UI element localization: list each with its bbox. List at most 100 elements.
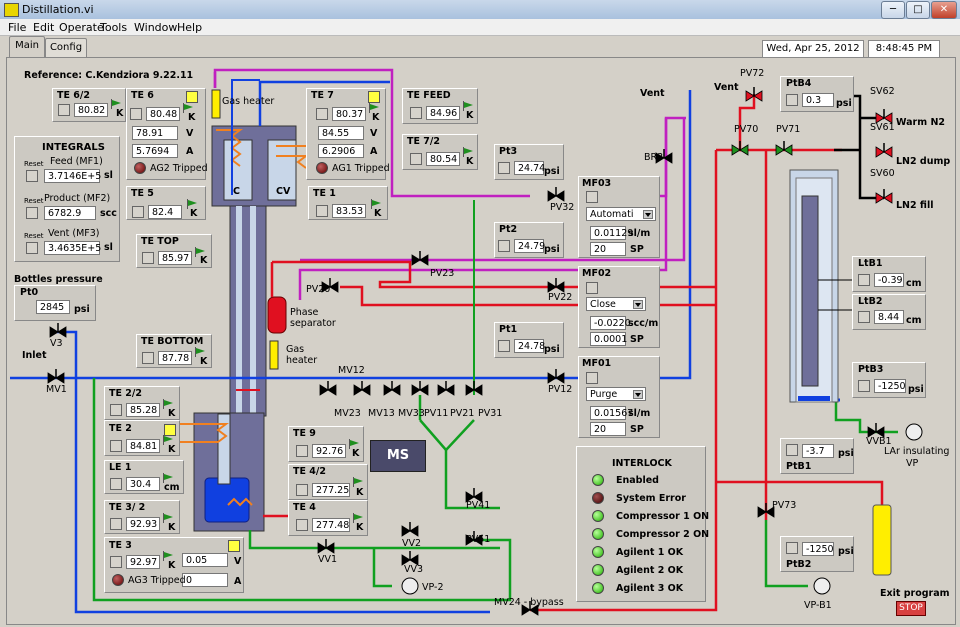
te22-select[interactable] [110, 404, 122, 416]
te42-select[interactable] [296, 484, 308, 496]
tetop-select[interactable] [142, 252, 154, 264]
menu-edit[interactable]: Edit [33, 21, 55, 34]
ltb2-name: LtB2 [858, 296, 883, 307]
vent-reset-button[interactable] [26, 242, 38, 254]
product-label: Product (MF2) [44, 193, 111, 204]
mf03-setpoint[interactable]: 20 [590, 242, 626, 256]
te3-v-unit: V [234, 556, 242, 567]
te9-name: TE 9 [293, 428, 316, 439]
te62-name: TE 6/2 [57, 90, 90, 101]
mf02-mode-select[interactable]: Close [586, 297, 646, 311]
ptb4-select[interactable] [786, 94, 798, 106]
stop-button[interactable]: STOP [896, 601, 926, 616]
te5-select[interactable] [132, 206, 144, 218]
mf03-mode-select[interactable]: Automati [586, 207, 656, 221]
te62-select[interactable] [58, 104, 70, 116]
ltb1-name: LtB1 [858, 258, 883, 269]
mf02-setpoint[interactable]: 0.0001 [590, 332, 627, 346]
ltb2-value: 8.44 [874, 310, 904, 324]
te7-voltage[interactable]: 84.55 [318, 126, 364, 140]
te32-flag-icon [163, 513, 173, 523]
mf03-name: MF03 [582, 178, 612, 189]
vent-value: 3.4635E+5 [44, 241, 101, 255]
maximize-button[interactable]: □ [906, 1, 930, 19]
te6-voltage[interactable]: 78.91 [132, 126, 178, 140]
te6-flag-icon [183, 103, 193, 113]
te32-select[interactable] [110, 518, 122, 530]
minimize-button[interactable]: ─ [881, 1, 905, 19]
mf01-sp-label: SP [630, 424, 644, 435]
menu-help[interactable]: Help [177, 21, 203, 34]
te72-name: TE 7/2 [407, 136, 440, 147]
tetop-flag-icon [195, 247, 205, 257]
te3-voltage[interactable]: 0.05 [182, 553, 228, 567]
te4-unit: K [356, 522, 364, 533]
mf01-mode-select[interactable]: Purge [586, 387, 646, 401]
pv22-label: PV22 [548, 292, 573, 303]
mf01-select[interactable] [586, 372, 598, 384]
ag1-trip-label: AG1 Tripped [332, 163, 390, 174]
interlock-label: Compressor 2 ON [616, 529, 710, 540]
te4-select[interactable] [296, 519, 308, 531]
te22-unit: K [168, 408, 176, 419]
vent-top-label: Vent [640, 88, 665, 99]
tebottom-select[interactable] [142, 352, 154, 364]
le1-name: LE 1 [109, 462, 132, 473]
pv41-label: PV41 [466, 500, 491, 511]
ptb3-name: PtB3 [858, 364, 884, 375]
ptb3-select[interactable] [858, 380, 870, 392]
sv60-label: SV60 [870, 168, 895, 179]
te2-select[interactable] [110, 440, 122, 452]
mass-spectrometer: MS [370, 440, 426, 472]
le1-select[interactable] [110, 478, 122, 490]
sv61-label: SV61 [870, 122, 895, 133]
mf02-select[interactable] [586, 282, 598, 294]
tab-main[interactable]: Main [9, 36, 45, 57]
te42-value: 277.25 [312, 483, 350, 497]
te72-unit: K [466, 156, 474, 167]
menu-tools[interactable]: Tools [100, 21, 128, 34]
bottles-pressure-label: Bottles pressure [14, 274, 103, 285]
interlock-label: Agilent 1 OK [616, 547, 684, 558]
te1-select[interactable] [316, 205, 328, 217]
te7-flag-icon [369, 103, 379, 113]
te3-current[interactable]: 0 [182, 573, 228, 587]
menu-window[interactable]: Window [134, 21, 178, 34]
menu-file[interactable]: File [8, 21, 27, 34]
le1-unit: cm [164, 482, 180, 493]
menu-operate[interactable]: Operate [59, 21, 104, 34]
te6-current[interactable]: 5.7694 [132, 144, 178, 158]
vpb1-label: VP-B1 [804, 600, 832, 611]
te72-select[interactable] [410, 153, 422, 165]
close-button[interactable]: ✕ [931, 1, 957, 19]
vv3-label: VV3 [404, 564, 424, 575]
ptb1-select[interactable] [786, 444, 798, 456]
pt2-select[interactable] [498, 240, 510, 252]
mf01-setpoint[interactable]: 20 [590, 422, 626, 436]
te3-select[interactable] [110, 556, 122, 568]
te7-current[interactable]: 6.2906 [318, 144, 364, 158]
te7-a-unit: A [370, 146, 378, 157]
product-reset-button[interactable] [26, 207, 38, 219]
pt1-select[interactable] [498, 340, 510, 352]
ptb2-select[interactable] [786, 542, 798, 554]
product-unit: scc [100, 208, 117, 219]
pt3-select[interactable] [498, 162, 510, 174]
pv72-label: PV72 [740, 68, 765, 79]
te9-select[interactable] [296, 445, 308, 457]
te6-select[interactable] [130, 108, 142, 120]
ptb2-value: -1250 [802, 542, 834, 556]
te6-name: TE 6 [131, 90, 154, 101]
te62-value: 80.82 [74, 103, 108, 117]
mv23-label: MV23 [334, 408, 361, 419]
mf03-select[interactable] [586, 191, 598, 203]
feed-reset-button[interactable] [26, 170, 38, 182]
ltb2-select[interactable] [858, 311, 870, 323]
ltb1-select[interactable] [858, 274, 870, 286]
te7-select[interactable] [316, 108, 328, 120]
vent-label: Vent (MF3) [48, 228, 100, 239]
tab-config[interactable]: Config [45, 38, 87, 57]
product-value: 6782.9 [44, 206, 96, 220]
tefeed-select[interactable] [410, 107, 422, 119]
